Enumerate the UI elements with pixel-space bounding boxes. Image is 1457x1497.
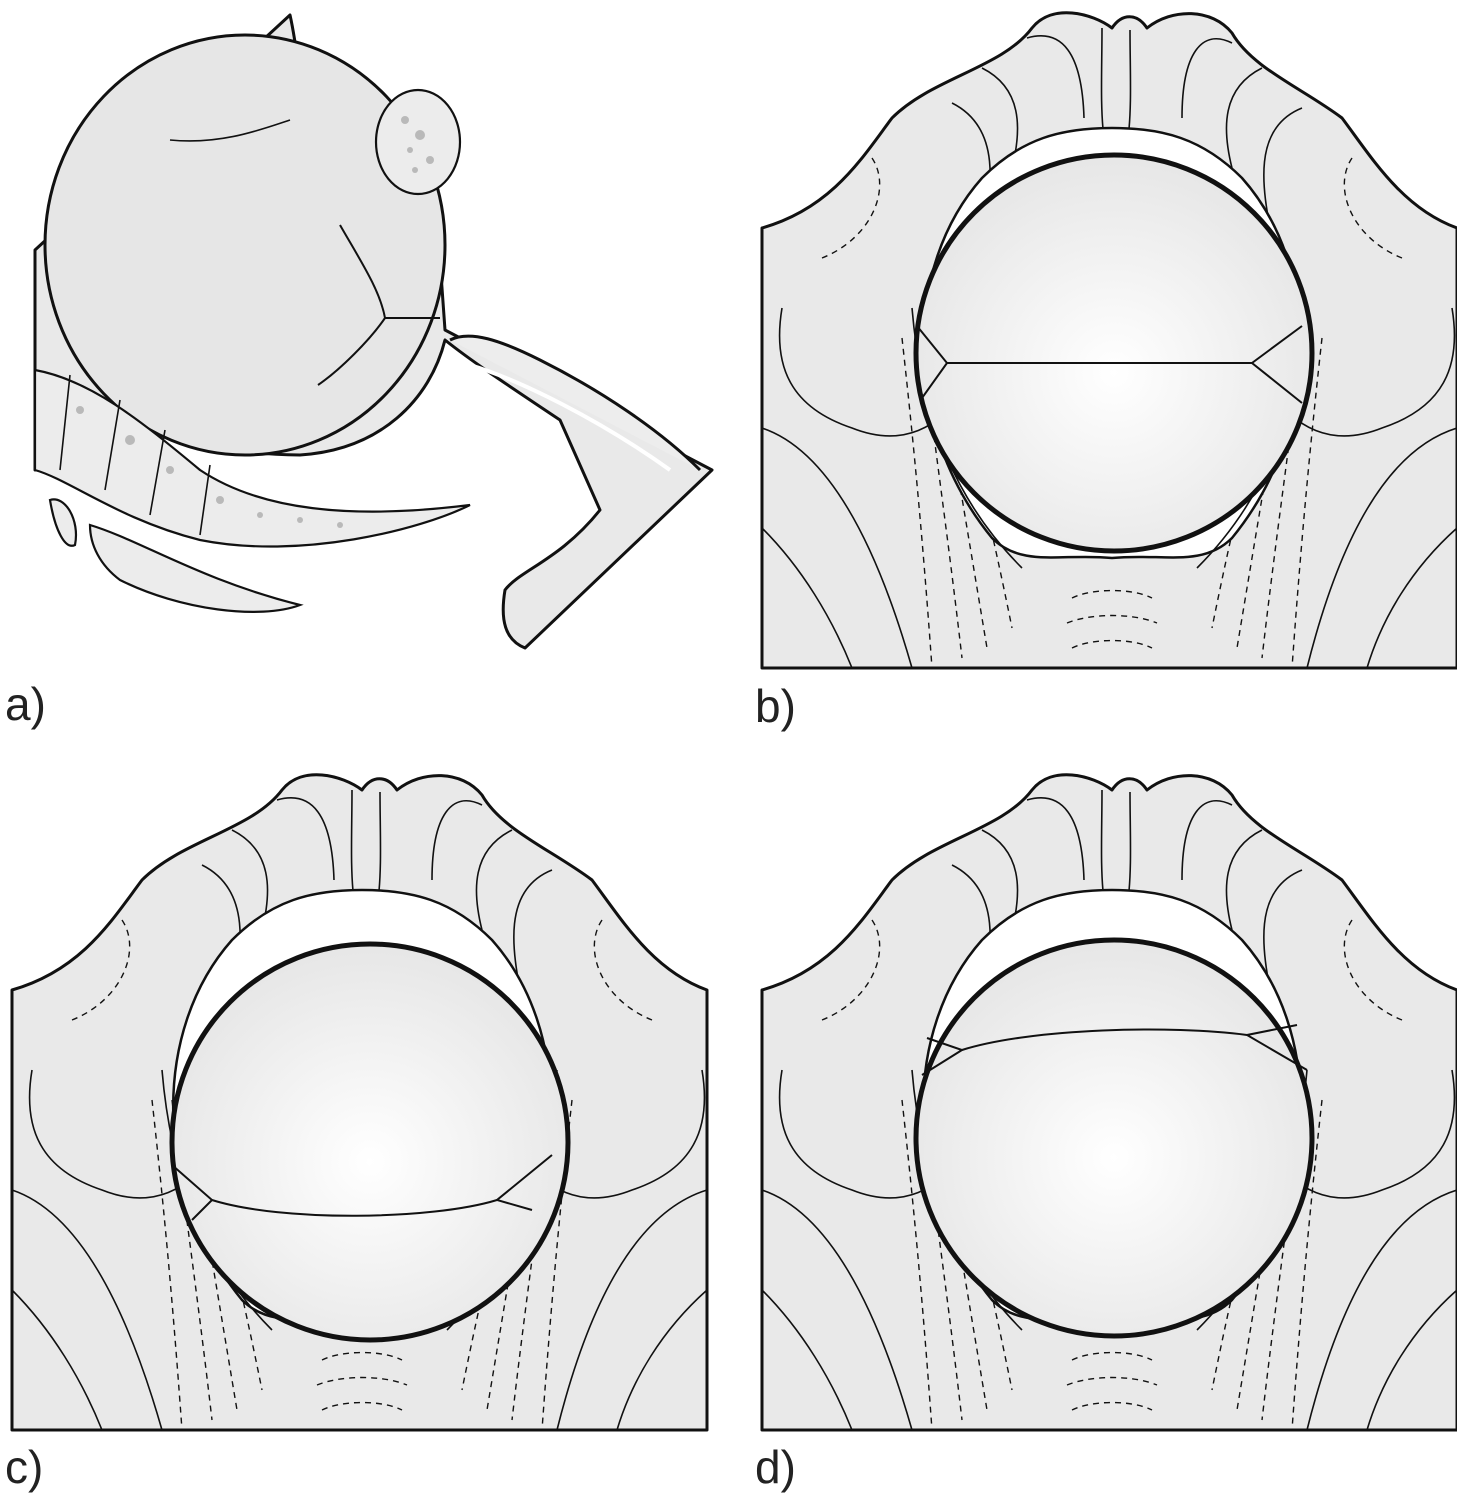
panel-d xyxy=(760,773,1457,1432)
fetal-head xyxy=(169,941,571,1343)
fetal-head xyxy=(913,152,1315,554)
panel-a xyxy=(33,13,714,650)
panel-b xyxy=(760,11,1457,670)
panel-d-label: d) xyxy=(755,1441,796,1493)
panel-c-label: c) xyxy=(5,1441,43,1493)
sagittal-suture xyxy=(171,1154,553,1221)
sagittal-suture xyxy=(921,1024,1308,1076)
panel-c xyxy=(10,773,709,1432)
panel-b-label: b) xyxy=(755,680,796,732)
spine-icon xyxy=(33,368,471,548)
fetal-head xyxy=(913,937,1315,1339)
sagittal-suture xyxy=(916,325,1303,404)
pubic-bone-icon xyxy=(374,88,462,196)
panel-a-label: a) xyxy=(5,678,46,730)
